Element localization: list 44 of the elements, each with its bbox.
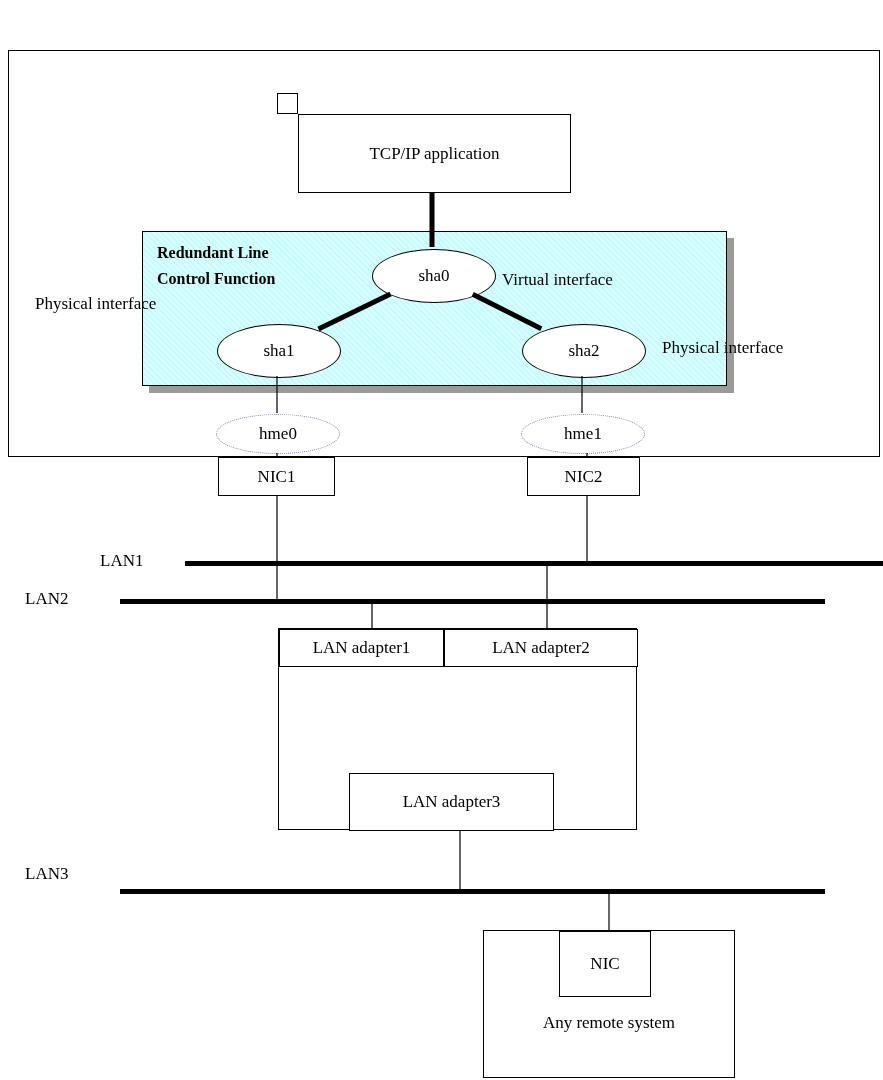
application-box [298, 114, 571, 193]
node-label: sha1 [262, 341, 296, 361]
side-label: LAN1 [100, 551, 144, 571]
adapter-box [349, 773, 554, 831]
node-label: sha2 [567, 341, 601, 361]
adapter-box [444, 629, 638, 667]
connector-line [459, 829, 461, 890]
node-label: NIC2 [563, 466, 604, 487]
interface-ellipse [372, 249, 496, 303]
side-label: LAN2 [25, 589, 69, 609]
node-label: LAN adapter3 [401, 792, 502, 812]
node-label: hme0 [258, 424, 298, 444]
node-label: Any remote system [541, 1013, 677, 1033]
connector-line [276, 495, 278, 600]
side-label: LAN3 [25, 864, 69, 884]
node-label: hme1 [563, 424, 603, 444]
server-box [8, 50, 880, 457]
connector-line [276, 375, 278, 414]
node-label: NIC [589, 954, 621, 974]
nic-box [527, 457, 640, 496]
node-label: LAN adapter2 [491, 638, 591, 658]
nic-box [218, 457, 335, 496]
connector-line [471, 292, 543, 331]
connector-line [317, 291, 392, 332]
connector-line [586, 452, 588, 458]
connector-line [586, 495, 588, 562]
node-label: sha0 [417, 266, 451, 286]
nic-box [559, 931, 651, 997]
connector-line [429, 192, 435, 247]
panel-heading: Redundant Line Control Function [157, 243, 277, 289]
interface-ellipse [522, 324, 646, 378]
node-label: NIC1 [256, 466, 297, 487]
connector-line [581, 375, 583, 414]
node-label: TCP/IP application [368, 143, 501, 164]
system-box [483, 930, 735, 1078]
connector-line [608, 893, 610, 931]
connector-line [546, 565, 548, 629]
adapter-box [279, 629, 444, 667]
interface-ellipse [217, 324, 341, 378]
connector-line [276, 452, 278, 458]
device-box [278, 628, 637, 830]
node-label: LAN adapter1 [311, 638, 412, 658]
connector-line [371, 603, 373, 629]
side-label: Virtual interface [502, 270, 613, 290]
